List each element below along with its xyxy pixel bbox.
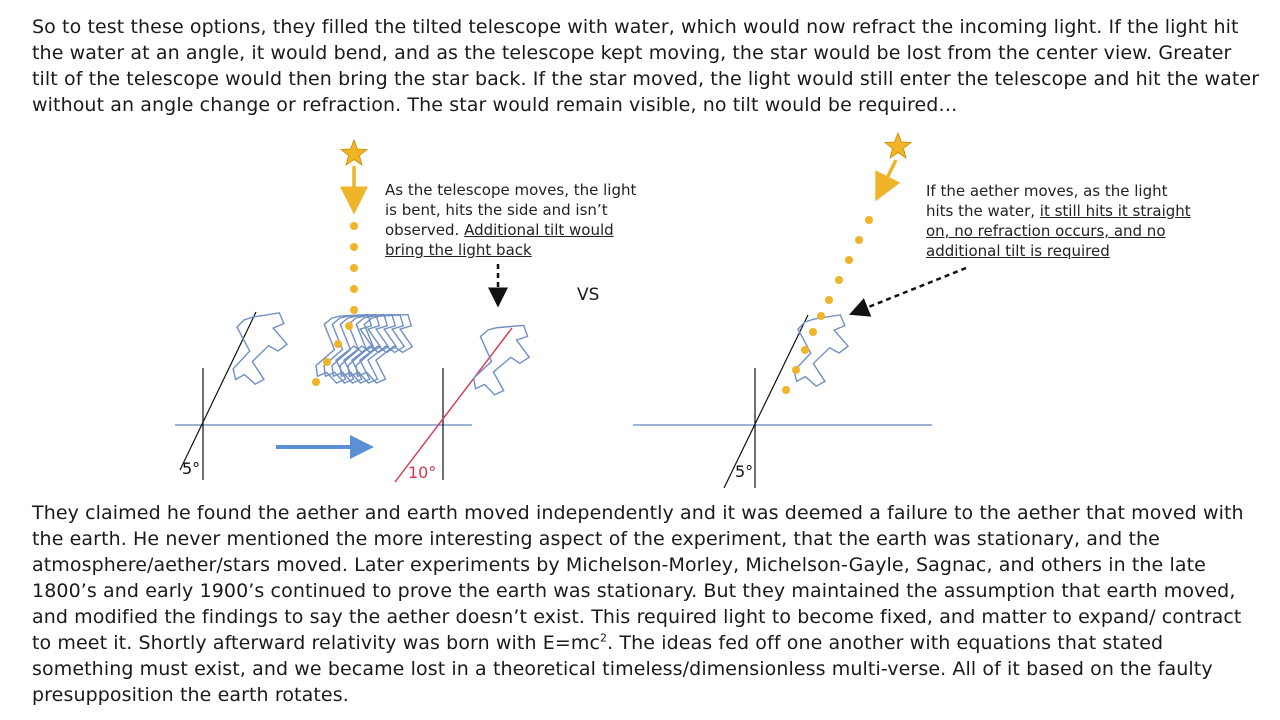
angle-label-5deg-left: 5° (182, 459, 200, 478)
tilt-line-5deg (179, 311, 257, 471)
star-icon-right (883, 131, 913, 159)
tilt-line-10deg (394, 327, 513, 483)
outro-text-part2: . The ideas fed off one another with equ… (32, 632, 1213, 706)
outro-paragraph: They claimed he found the aether and ear… (32, 500, 1262, 708)
tilt-line-5deg-right (723, 314, 809, 489)
left-annotation-underlined: Additional tilt would bring the light ba… (385, 221, 614, 259)
note-arrow-right (849, 266, 967, 317)
light-dots-left (312, 222, 358, 386)
telescope-right (789, 308, 853, 391)
light-arrow-right (875, 159, 901, 202)
outro-text-part1: They claimed he found the aether and ear… (32, 502, 1244, 654)
light-dots-right (782, 216, 873, 394)
left-scene: 5° 10° (175, 138, 537, 483)
angle-label-5deg-right: 5° (735, 462, 753, 481)
right-annotation-underlined: it still hits it straight on, no refract… (926, 202, 1191, 260)
left-annotation: As the telescope moves, the light is ben… (385, 180, 645, 260)
vs-label: VS (577, 285, 600, 305)
outro-superscript: 2 (600, 631, 608, 645)
right-annotation: If the aether moves, as the light hits t… (926, 181, 1196, 261)
intro-paragraph: So to test these options, they filled th… (32, 16, 1260, 116)
telescope-motion-stack (310, 304, 421, 390)
telescope-end (468, 316, 537, 401)
angle-label-10deg: 10° (408, 463, 436, 482)
star-icon-left (339, 138, 369, 166)
left-annotation-text: As the telescope moves, the light is ben… (385, 181, 637, 239)
right-scene: 5° (633, 131, 967, 489)
right-annotation-text: If the aether moves, as the light hits t… (926, 182, 1168, 220)
